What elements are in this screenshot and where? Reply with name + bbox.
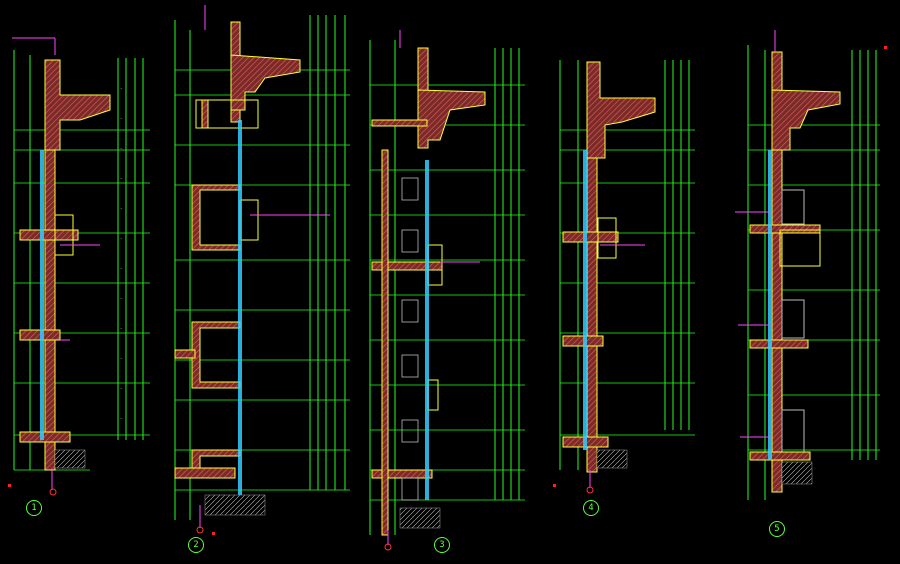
section-3-drawing [369,30,525,551]
section-1-drawing: - - - - - - - - - - - - [8,37,150,496]
section-number-1: 1 [26,500,42,516]
section-number-5: 5 [769,521,785,537]
section-5-drawing [735,30,887,500]
section-label-5: 5 [769,521,785,537]
section-number-3: 3 [434,537,450,553]
svg-text:-: - [120,86,122,91]
section-number-2: 2 [188,537,204,553]
section-number-4: 4 [583,500,599,516]
svg-text:-: - [120,236,122,241]
section-label-1: 1 [26,500,42,516]
section-label-2: 2 [188,537,204,553]
svg-text:-: - [120,416,122,421]
svg-text:-: - [120,176,122,181]
svg-text:-: - [120,296,122,301]
svg-text:-: - [120,356,122,361]
svg-text:-: - [120,386,122,391]
svg-text:-: - [120,206,122,211]
svg-text:-: - [120,326,122,331]
svg-text:-: - [120,146,122,151]
section-4-drawing [553,60,695,494]
section-label-4: 4 [583,500,599,516]
section-2-drawing [174,5,350,535]
svg-text:-: - [120,266,122,271]
section-label-3: 3 [434,537,450,553]
svg-text:-: - [120,116,122,121]
